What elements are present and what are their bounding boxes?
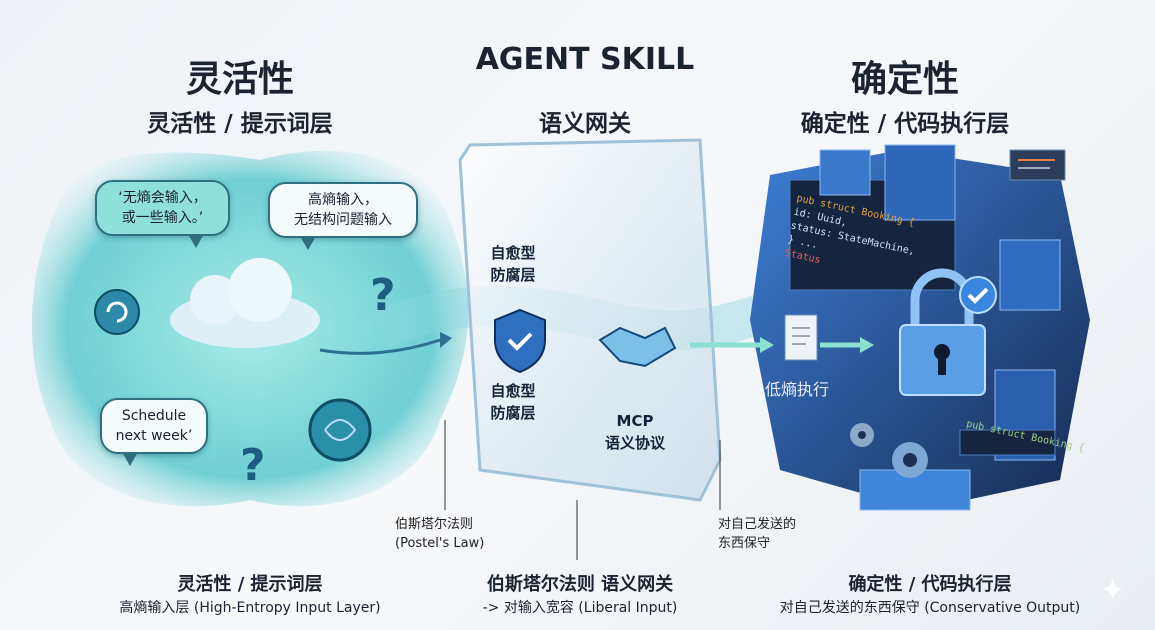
left-footer-title: 灵活性 / 提示词层 (177, 574, 323, 595)
center-footer-title: 伯斯塔尔法则 语义网关 (486, 574, 674, 595)
center-title: AGENT SKILL (475, 42, 695, 77)
anticorruption-label-bottom: 自愈型 防腐层 (490, 382, 536, 422)
anticorruption-label-top: 自愈型 防腐层 (490, 244, 536, 284)
speech-bubble-schedule: Schedule next week’ (100, 398, 208, 466)
brain-icon (308, 398, 372, 462)
chat-icon (94, 289, 140, 335)
left-footer-subtitle: 高熵输入层 (High-Entropy Input Layer) (119, 600, 381, 616)
sparkle-icon: ✦ (1100, 573, 1125, 608)
handshake-icon (598, 326, 677, 368)
cloud-icon (170, 258, 320, 348)
semantic-gateway-panel (458, 138, 722, 502)
center-subtitle: 语义网关 (539, 111, 631, 137)
gear-icon-small (850, 423, 874, 447)
center-footer-subtitle: -> 对输入宽容 (Liberal Input) (482, 600, 678, 616)
question-mark-icon: ? (370, 270, 396, 321)
postel-law-note: 伯斯塔尔法则 (Postel's Law) (395, 517, 485, 551)
right-footer-title: 确定性 / 代码执行层 (848, 574, 1012, 595)
question-mark-icon: ? (240, 440, 266, 491)
right-subtitle: 确定性 / 代码执行层 (800, 111, 1010, 137)
left-subtitle: 灵活性 / 提示词层 (147, 111, 333, 137)
speech-bubble-low-entropy: ‘无熵会输入， 或一些输入。’ (95, 180, 230, 248)
gear-icon (892, 442, 928, 478)
mcp-protocol-label: MCP 语义协议 (604, 412, 665, 452)
right-footer-subtitle: 对自己发送的东西保守 (Conservative Output) (779, 600, 1081, 616)
arrow-to-gateway (319, 338, 441, 355)
low-entropy-exec-label: 低熵执行 (765, 380, 830, 399)
document-icon (784, 314, 818, 361)
left-title: 灵活性 (185, 59, 294, 100)
conservative-note: 对自己发送的 东西保守 (718, 517, 797, 551)
shield-check-icon (494, 308, 546, 374)
right-title: 确定性 (850, 59, 959, 100)
check-gear-icon (959, 276, 997, 314)
speech-bubble-high-entropy: 高熵输入， 无结构问题输入 (268, 182, 418, 250)
